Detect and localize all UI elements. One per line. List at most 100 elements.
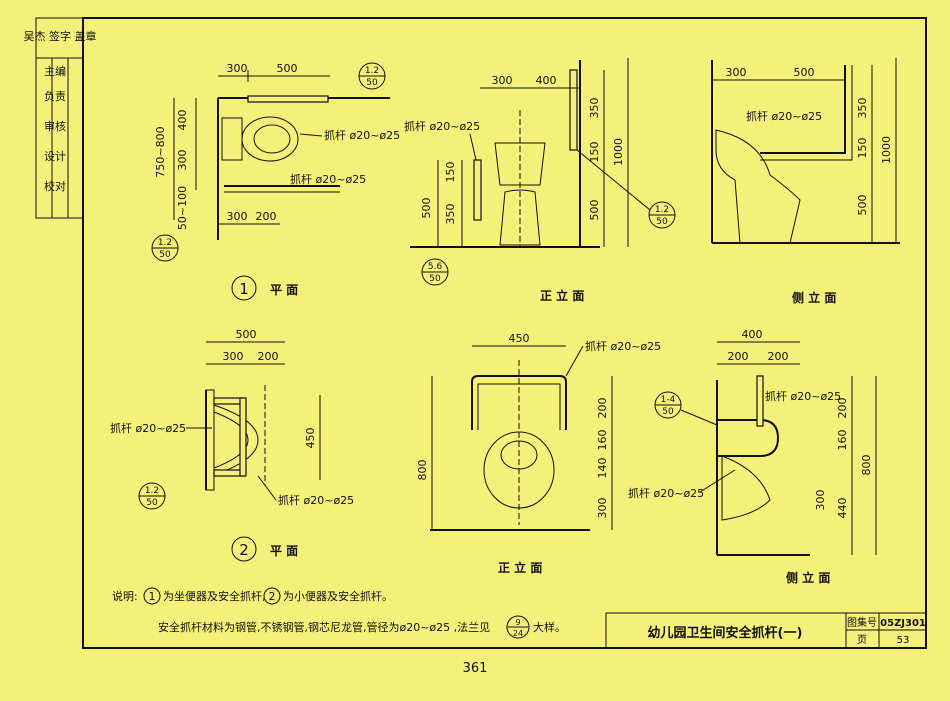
vf2-title: 正 立 面 — [498, 560, 542, 575]
vs2-dim-right-2: 800 — [860, 455, 873, 476]
titleblock-page-value: 53 — [897, 635, 910, 646]
v2-ref-num: 1.2 — [145, 486, 159, 496]
vf1-title: 正 立 面 — [540, 288, 584, 303]
grab-bar-l — [760, 65, 846, 154]
v2-dim-right-0: 450 — [304, 428, 317, 449]
sidebar-stamp: 吴杰 签字 盖章 — [24, 29, 97, 43]
vf1-ref-right-num: 1.2 — [655, 205, 669, 215]
toilet-profile — [715, 129, 801, 244]
notes-ref-den: 24 — [513, 629, 523, 638]
vs2-ref-num: 1-4 — [661, 395, 676, 405]
v1-bar-label-a: 抓杆 ø20~ø25 — [324, 128, 400, 142]
sidebar-signature-column: 吴杰 签字 盖章 校对 设计 审核 负责 主编 — [24, 17, 97, 219]
vs2-ref-den: 50 — [662, 407, 674, 417]
vs2-dim-right-3: 300 — [814, 490, 827, 511]
vs2-dim-right-4: 440 — [836, 498, 849, 519]
v1-dim-top-1: 500 — [277, 62, 298, 75]
view2-plan: 500 300 200 450 抓杆 ø20~ø25 抓杆 ø20~ø25 1.… — [110, 328, 354, 562]
v2-dim-top-1: 300 — [223, 350, 244, 363]
notes-ref-num: 9 — [515, 618, 520, 627]
vs2-title: 侧 立 面 — [786, 570, 830, 585]
vs1-title: 侧 立 面 — [792, 290, 836, 305]
vf2-bar-label: 抓杆 ø20~ø25 — [585, 339, 661, 353]
view-front2: 450 200 160 140 300 800 抓杆 ø20~ø25 正 立 面 — [416, 332, 661, 575]
vf1-ref-bottom-den: 50 — [429, 274, 441, 284]
notes-prefix: 说明: — [112, 589, 138, 603]
sidebar-cell-3: 负责 — [44, 89, 66, 103]
vf1-dim-right-2: 500 — [588, 200, 601, 221]
toilet-bowl — [241, 116, 299, 162]
notes-after: 大样。 — [533, 620, 566, 634]
vf2-dim-left-0: 800 — [416, 460, 429, 481]
v1-ref-top-num: 1.2 — [365, 66, 379, 76]
vf1-dim-right-1: 150 — [588, 142, 601, 163]
vf1-bar-label: 抓杆 ø20~ø25 — [404, 119, 480, 133]
notes: 说明: 1 为坐便器及安全抓杆, 2 为小便器及安全抓杆。 安全抓杆材料为钢管,… — [112, 587, 566, 639]
urinal-side — [721, 455, 771, 521]
vs2-dim-top-1: 200 — [728, 350, 749, 363]
vs2-dim-right-1: 160 — [836, 430, 849, 451]
vs1-dim-right-1: 350 — [856, 98, 869, 119]
v1-bar-label-b: 抓杆 ø20~ø25 — [290, 172, 366, 186]
v2-dim-top-0: 500 — [236, 328, 257, 341]
v1-dim-left-2: 750~800 — [154, 126, 167, 177]
vs2-bar-label-a: 抓杆 ø20~ø25 — [765, 389, 841, 403]
grab-bar — [247, 95, 329, 103]
grab-bar-side — [473, 159, 482, 221]
title-block: 幼儿园卫生间安全抓杆(一) 图集号 05ZJ301 页 53 — [605, 612, 927, 649]
view1-plan: 300 500 300 200 400 300 750~800 50~100 抓… — [151, 62, 400, 301]
v1-ref-top-den: 50 — [366, 78, 378, 88]
vs1-bar-label: 抓杆 ø20~ø25 — [746, 109, 822, 123]
toilet-tank — [494, 142, 546, 186]
toilet-tank — [221, 117, 243, 161]
vf1-dim-right-0: 350 — [588, 98, 601, 119]
notes-n1: 1 — [149, 590, 156, 603]
sidebar-cell-0: 校对 — [44, 179, 66, 193]
sidebar-cell-2: 审核 — [44, 119, 66, 133]
vs1-dim-top-1: 500 — [794, 66, 815, 79]
vf2-dim-right-1: 160 — [596, 430, 609, 451]
v2-bar-label-b: 抓杆 ø20~ø25 — [278, 493, 354, 507]
sidebar-cell-4: 主编 — [44, 64, 66, 78]
drawing-frame — [82, 17, 927, 649]
vf1-dim-left-0: 500 — [420, 198, 433, 219]
v1-dim-bottom-0: 300 — [227, 210, 248, 223]
vf1-dim-top-0: 300 — [492, 74, 513, 87]
notes-t2: 为小便器及安全抓杆。 — [283, 589, 393, 603]
vf2-dim-right-0: 200 — [596, 398, 609, 419]
view-side2: 400 200 200 200 160 800 300 440 抓杆 ø20~ø… — [628, 328, 877, 585]
v1-ref-bottom-num: 1.2 — [158, 238, 172, 248]
v2-ref-den: 50 — [146, 498, 158, 508]
vs1-dim-top-0: 300 — [726, 66, 747, 79]
v1-ref-bottom-den: 50 — [159, 250, 171, 260]
titleblock-atlas-value: 05ZJ301 — [880, 618, 926, 629]
vf1-dim-left-1: 150 — [444, 162, 457, 183]
titleblock-title: 幼儿园卫生间安全抓杆(一) — [648, 625, 803, 641]
notes-line2: 安全抓杆材料为钢管,不锈钢管,钢芯尼龙管,管径为ø20~ø25 ,法兰见 — [158, 620, 490, 634]
vf1-dim-left-2: 350 — [444, 204, 457, 225]
notes-t1: 为坐便器及安全抓杆, — [163, 589, 266, 603]
v2-number: 2 — [239, 541, 249, 559]
v1-dim-left-3: 50~100 — [176, 186, 189, 230]
vf1-ref-right-den: 50 — [656, 217, 668, 227]
vf1-ref-bottom-num: 5.6 — [428, 262, 443, 272]
vf2-dim-right-3: 300 — [596, 498, 609, 519]
notes-n2: 2 — [269, 590, 276, 603]
vs1-dim-right-2: 1000 — [880, 136, 893, 164]
v1-number: 1 — [239, 280, 249, 298]
page-number: 361 — [463, 661, 488, 676]
v1-number-circle — [231, 275, 257, 301]
view-side1: 300 500 150 350 1000 500 抓杆 ø20~ø25 侧 立 … — [711, 58, 900, 305]
vs2-dim-right-0: 200 — [836, 398, 849, 419]
v2-bar-label-a: 抓杆 ø20~ø25 — [110, 421, 186, 435]
vf1-dim-top-1: 400 — [536, 74, 557, 87]
titleblock-page-label: 页 — [857, 634, 867, 646]
grab-bar-vertical — [569, 69, 578, 151]
v1-dim-top-0: 300 — [227, 62, 248, 75]
vf1-dim-right-3: 1000 — [612, 138, 625, 166]
sidebar-cell-1: 设计 — [44, 150, 66, 163]
v1-dim-bottom-1: 200 — [256, 210, 277, 223]
v1-title: 平 面 — [270, 283, 298, 297]
